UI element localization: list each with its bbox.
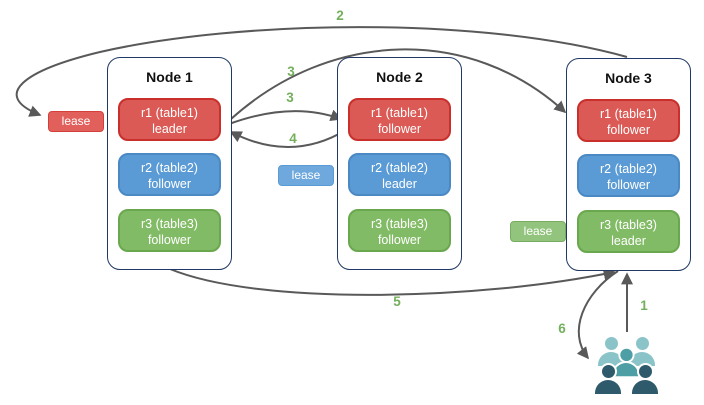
node-2-title: Node 2 bbox=[376, 69, 423, 85]
node-2-replica-r3: r3 (table3) follower bbox=[348, 209, 451, 252]
arrow-step2-node3-to-red-lease bbox=[15, 26, 628, 117]
node-1-replica-r3: r3 (table3) follower bbox=[118, 209, 221, 252]
node-2-replica-r1: r1 (table1) follower bbox=[348, 98, 451, 141]
step-label-3a: 3 bbox=[287, 64, 295, 79]
node-2: Node 2 r1 (table1) follower r2 (table2) … bbox=[337, 57, 462, 270]
step-label-6: 6 bbox=[558, 321, 566, 336]
step-label-3b: 3 bbox=[286, 90, 294, 105]
replica-role: follower bbox=[147, 233, 192, 247]
person-icon bbox=[595, 365, 621, 395]
lease-badge-green: lease bbox=[510, 221, 566, 242]
step-label-4: 4 bbox=[289, 131, 297, 146]
arrow-step3-node1-to-node2 bbox=[228, 109, 343, 125]
replica-role: leader bbox=[382, 177, 417, 191]
step-label-1: 1 bbox=[640, 298, 648, 313]
arrow-step5-node1-to-node3 bbox=[169, 268, 616, 296]
arrow-step6-node3-to-users bbox=[576, 270, 619, 360]
replica-label: r3 (table3) bbox=[371, 217, 428, 231]
node-1: Node 1 r1 (table1) leader r2 (table2) fo… bbox=[107, 57, 232, 270]
replica-role: follower bbox=[377, 233, 422, 247]
lease-badge-blue: lease bbox=[278, 165, 334, 186]
node-3-replica-r2: r2 (table2) follower bbox=[577, 154, 680, 197]
replica-role: follower bbox=[606, 178, 651, 192]
person-icon bbox=[613, 348, 639, 378]
replica-label: r3 (table3) bbox=[600, 218, 657, 232]
replica-role: leader bbox=[611, 234, 646, 248]
node-1-replica-r1: r1 (table1) leader bbox=[118, 98, 221, 141]
replica-label: r3 (table3) bbox=[141, 217, 198, 231]
replica-label: r2 (table2) bbox=[600, 162, 657, 176]
replica-role: leader bbox=[152, 122, 187, 136]
arrow-step4-node2-to-node1 bbox=[229, 129, 347, 148]
lease-badge-red: lease bbox=[48, 111, 104, 132]
node-3: Node 3 r1 (table1) follower r2 (table2) … bbox=[566, 58, 691, 271]
replica-role: follower bbox=[606, 123, 651, 137]
replica-label: r1 (table1) bbox=[141, 106, 198, 120]
person-icon bbox=[629, 337, 655, 367]
node-2-replica-r2: r2 (table2) leader bbox=[348, 153, 451, 196]
node-3-title: Node 3 bbox=[605, 70, 652, 86]
replica-label: r2 (table2) bbox=[371, 161, 428, 175]
node-3-replica-r3: r3 (table3) leader bbox=[577, 210, 680, 253]
replica-label: r1 (table1) bbox=[371, 106, 428, 120]
arrow-step3-node1-to-node3 bbox=[230, 48, 567, 120]
users-icon bbox=[592, 334, 664, 396]
step-label-5: 5 bbox=[393, 294, 401, 309]
node-1-replica-r2: r2 (table2) follower bbox=[118, 153, 221, 196]
replica-role: follower bbox=[377, 122, 422, 136]
step-label-2: 2 bbox=[336, 8, 344, 23]
node-1-title: Node 1 bbox=[146, 69, 193, 85]
person-icon bbox=[598, 337, 624, 367]
node-3-replica-r1: r1 (table1) follower bbox=[577, 99, 680, 142]
person-icon bbox=[632, 365, 658, 395]
replica-label: r1 (table1) bbox=[600, 107, 657, 121]
replica-label: r2 (table2) bbox=[141, 161, 198, 175]
replica-role: follower bbox=[147, 177, 192, 191]
